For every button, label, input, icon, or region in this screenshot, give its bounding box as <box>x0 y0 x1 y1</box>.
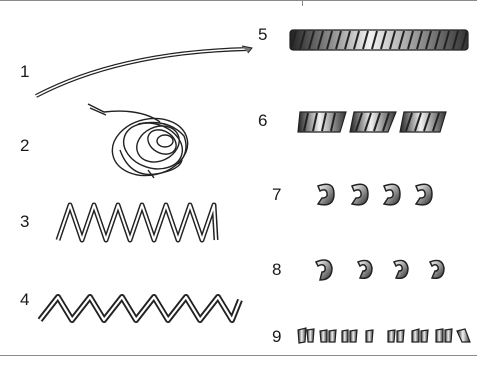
fragment-chip <box>412 329 428 342</box>
fragment-chip <box>320 330 336 342</box>
curled-chip <box>318 184 334 205</box>
fragment-chip <box>342 330 357 342</box>
coil-segment <box>350 112 396 132</box>
coil-chip-5 <box>290 30 468 50</box>
curled-chips-8 <box>316 260 444 280</box>
label-5: 5 <box>258 25 267 44</box>
helical-chip-4 <box>40 297 240 320</box>
label-7: 7 <box>272 185 281 204</box>
snarled-chip-2 <box>88 104 193 182</box>
fragment-chip <box>388 330 404 342</box>
curled-chip <box>394 260 408 278</box>
label-8: 8 <box>272 260 281 279</box>
label-4: 4 <box>20 290 29 309</box>
label-6: 6 <box>258 111 267 130</box>
curled-chip <box>384 184 400 205</box>
label-1: 1 <box>20 62 29 81</box>
curled-chip <box>358 260 372 278</box>
coil-segment <box>298 112 346 132</box>
fragment-chip <box>298 328 314 343</box>
curled-chip <box>430 260 444 278</box>
fragment-chip <box>457 329 470 342</box>
coil-segments-6 <box>298 112 446 132</box>
curled-chip <box>416 184 432 205</box>
label-3: 3 <box>20 212 29 231</box>
coil-segment <box>400 112 446 132</box>
curled-chip <box>316 260 332 280</box>
label-9: 9 <box>272 327 281 346</box>
curled-chip <box>352 184 368 205</box>
fragment-chip <box>436 329 452 342</box>
curled-chips-7 <box>318 184 432 205</box>
fragment-chips-9 <box>298 328 470 343</box>
ribbon-chip-1 <box>36 46 252 96</box>
fragment-chip <box>366 330 373 342</box>
label-2: 2 <box>20 136 29 155</box>
helical-chip-3 <box>58 205 216 240</box>
